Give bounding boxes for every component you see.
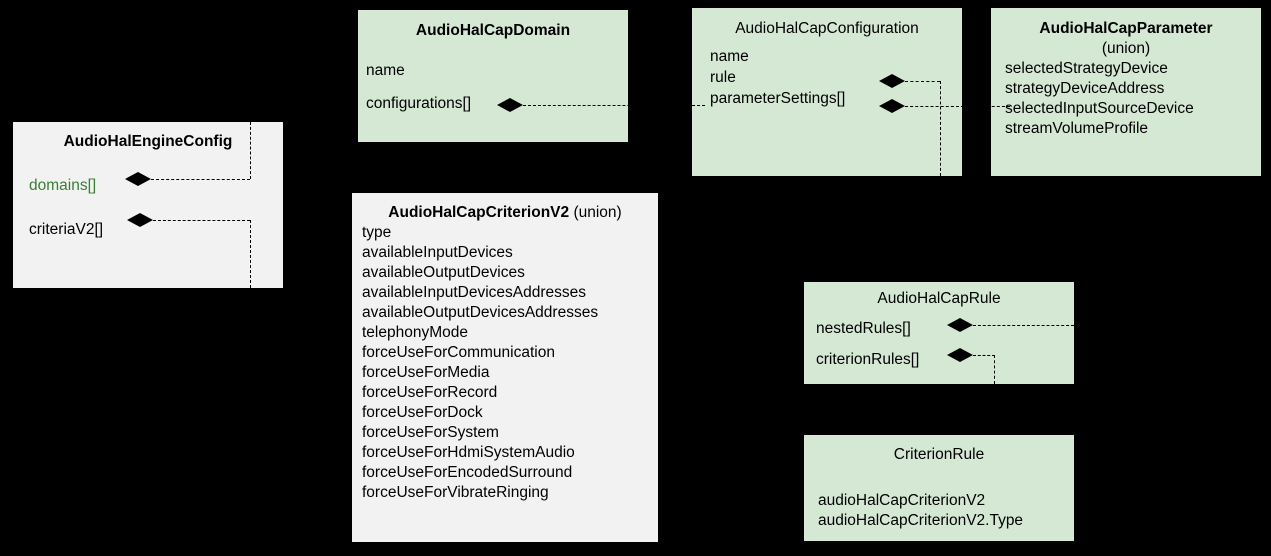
composition-diamond-domains <box>125 172 151 186</box>
class-box-audiohalcapcriterionv2[interactable]: AudioHalCapCriterionV2 (union) type avai… <box>352 193 658 542</box>
attribute-availableinputdevicesaddresses[interactable]: availableInputDevicesAddresses <box>362 284 587 301</box>
class-box-audiohalcapconfiguration[interactable]: AudioHalCapConfiguration name rule param… <box>692 8 962 176</box>
composition-diamond-parametersettings <box>879 99 905 113</box>
class-box-criterionrule[interactable]: CriterionRule audioHalCapCriterionV2 aud… <box>804 435 1074 541</box>
class-title-audiohalengineconfig: AudioHalEngineConfig <box>63 133 233 150</box>
class-box-audiohalengineconfig[interactable]: AudioHalEngineConfig domains[] criteriaV… <box>13 122 283 288</box>
composition-diamond-rule <box>879 74 905 88</box>
connector-criteriav2-horizontal <box>153 220 250 221</box>
attribute-nestedrules[interactable]: nestedRules[] <box>816 320 911 337</box>
attribute-criterionrules[interactable]: criterionRules[] <box>816 351 920 368</box>
attribute-domains[interactable]: domains[] <box>29 177 97 194</box>
attribute-forceuseforhdmisystemaudio[interactable]: forceUseForHdmiSystemAudio <box>362 444 575 461</box>
class-title-criterionrule: CriterionRule <box>893 446 985 463</box>
class-box-audiohalcaprule[interactable]: AudioHalCapRule nestedRules[] criterionR… <box>804 282 1074 384</box>
connector-domains-horizontal <box>151 179 250 180</box>
connector-rule-horizontal <box>905 81 940 82</box>
attribute-audiohalcapcriterionv2[interactable]: audioHalCapCriterionV2 <box>818 492 986 509</box>
attribute-selectedinputsourcedevice[interactable]: selectedInputSourceDevice <box>1005 100 1194 117</box>
attribute-strategydeviceaddress[interactable]: strategyDeviceAddress <box>1005 80 1165 97</box>
attribute-forceuseforsystem[interactable]: forceUseForSystem <box>362 424 499 441</box>
connector-configurations-horizontal <box>523 105 705 106</box>
class-title-row-audiohalcapcriterionv2: AudioHalCapCriterionV2 (union) <box>352 203 658 223</box>
attribute-forceuseforvibrateringing[interactable]: forceUseForVibrateRinging <box>362 484 549 501</box>
connector-nestedrules-horizontal <box>973 325 1074 326</box>
attribute-configurations[interactable]: configurations[] <box>366 95 472 112</box>
attribute-forceuseforencodedsurround[interactable]: forceUseForEncodedSurround <box>362 464 573 481</box>
class-title-audiohalcapconfiguration: AudioHalCapConfiguration <box>735 20 919 37</box>
attribute-availableinputdevices[interactable]: availableInputDevices <box>362 244 513 261</box>
attribute-name-domain[interactable]: name <box>366 62 405 79</box>
composition-diamond-nestedrules <box>947 318 973 332</box>
attribute-availableoutputdevicesaddresses[interactable]: availableOutputDevicesAddresses <box>362 304 599 321</box>
attribute-audiohalcapcriterionv2-type[interactable]: audioHalCapCriterionV2.Type <box>818 512 1024 529</box>
attribute-forceuseforcommunication[interactable]: forceUseForCommunication <box>362 344 555 361</box>
attribute-forceuseformedia[interactable]: forceUseForMedia <box>362 364 490 381</box>
class-subtitle-union-parameter: (union) <box>1101 40 1151 57</box>
composition-diamond-criteriav2 <box>127 213 153 227</box>
attribute-name-configuration[interactable]: name <box>710 48 749 65</box>
attribute-forceuseforrecord[interactable]: forceUseForRecord <box>362 384 498 401</box>
class-title-suffix-union: (union) <box>569 204 622 221</box>
attribute-rule[interactable]: rule <box>710 69 736 86</box>
class-title-audiohalcapparameter: AudioHalCapParameter <box>1039 20 1213 37</box>
class-title-audiohalcaprule: AudioHalCapRule <box>877 290 1001 307</box>
attribute-forceusefordock[interactable]: forceUseForDock <box>362 404 483 421</box>
attribute-type[interactable]: type <box>362 224 392 241</box>
composition-diamond-criterionrules <box>947 348 973 362</box>
connector-domains-vertical <box>250 122 251 179</box>
connector-rule-vertical <box>940 81 941 176</box>
composition-diamond-configurations <box>497 98 523 112</box>
attribute-telephonymode[interactable]: telephonyMode <box>362 324 468 341</box>
attribute-availableoutputdevices[interactable]: availableOutputDevices <box>362 264 525 281</box>
class-box-audiohalcapdomain[interactable]: AudioHalCapDomain name configurations[] <box>358 10 628 142</box>
attribute-selectedstrategydevice[interactable]: selectedStrategyDevice <box>1005 60 1168 77</box>
connector-parametersettings-horizontal <box>905 106 1010 107</box>
class-title-audiohalcapcriterionv2: AudioHalCapCriterionV2 <box>388 204 570 221</box>
connector-criterionrules-horizontal <box>973 355 995 356</box>
attribute-streamvolumeprofile[interactable]: streamVolumeProfile <box>1005 120 1149 137</box>
attribute-parametersettings[interactable]: parameterSettings[] <box>710 90 846 107</box>
class-title-audiohalcapdomain: AudioHalCapDomain <box>415 22 571 39</box>
connector-criteriav2-vertical <box>250 220 251 288</box>
connector-criterionrules-vertical <box>994 355 995 384</box>
attribute-criteriav2[interactable]: criteriaV2[] <box>29 221 104 238</box>
class-box-audiohalcapparameter[interactable]: AudioHalCapParameter (union) selectedStr… <box>991 8 1261 176</box>
